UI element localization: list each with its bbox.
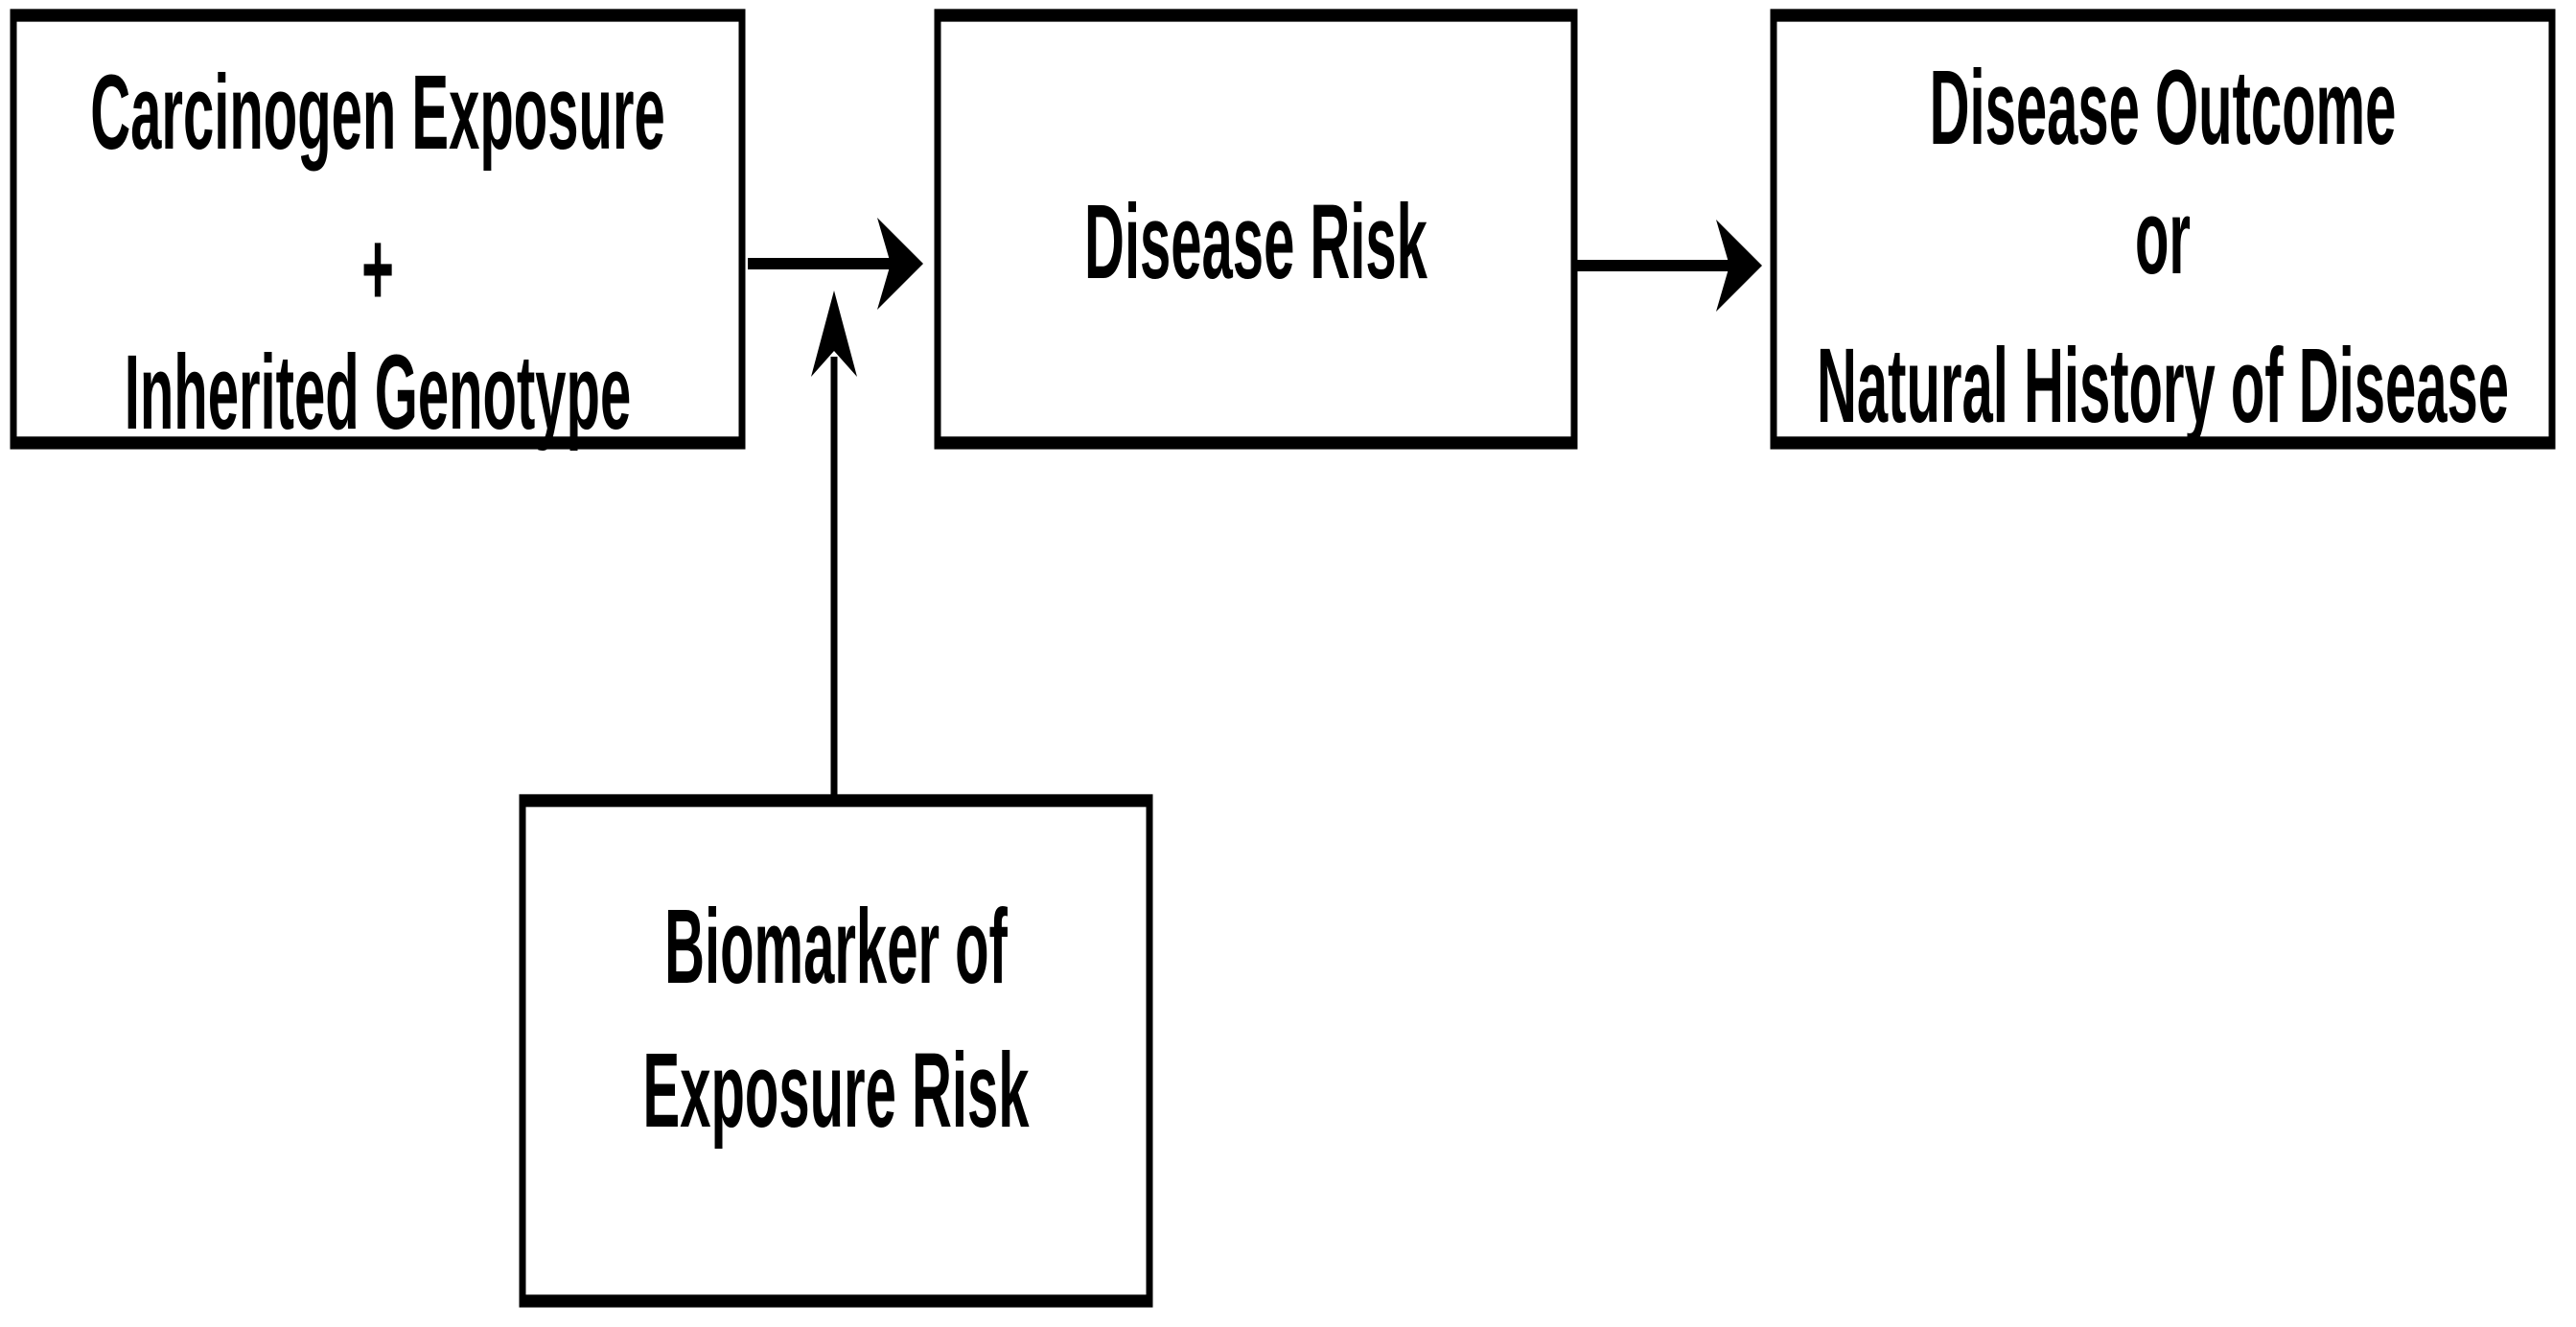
node1-label-line2: + bbox=[361, 209, 394, 328]
node3-label-line2: or bbox=[2135, 177, 2191, 296]
arrowhead-up-icon bbox=[811, 291, 857, 377]
node4-label-line2: Exposure Risk bbox=[643, 1031, 1031, 1150]
node-biomarker-box bbox=[519, 794, 1153, 1308]
node1-label-line3: Inherited Genotype bbox=[125, 333, 631, 452]
arrow-disease-risk-to-outcome bbox=[1577, 220, 1762, 312]
node-boxes bbox=[10, 9, 2556, 1308]
node3-label-line1: Disease Outcome bbox=[1930, 48, 2397, 167]
node-labels: Carcinogen Exposure + Inherited Genotype… bbox=[90, 48, 2509, 1150]
node-disease-outcome-box bbox=[1770, 9, 2556, 450]
edges bbox=[748, 218, 1762, 799]
node3-label-line3: Natural History of Disease bbox=[1817, 326, 2509, 445]
arrow-biomarker-to-risk-pathway bbox=[811, 291, 857, 799]
node2-label-line1: Disease Risk bbox=[1084, 182, 1428, 301]
arrowhead-right-icon bbox=[1716, 220, 1762, 312]
node4-label-line1: Biomarker of bbox=[664, 887, 1008, 1006]
arrow-exposure-to-disease-risk bbox=[748, 218, 923, 310]
node-disease-risk-box bbox=[934, 9, 1578, 450]
node-carcinogen-exposure-genotype-box bbox=[10, 9, 746, 450]
arrowhead-right-icon bbox=[877, 218, 923, 310]
node1-label-line1: Carcinogen Exposure bbox=[90, 53, 664, 172]
